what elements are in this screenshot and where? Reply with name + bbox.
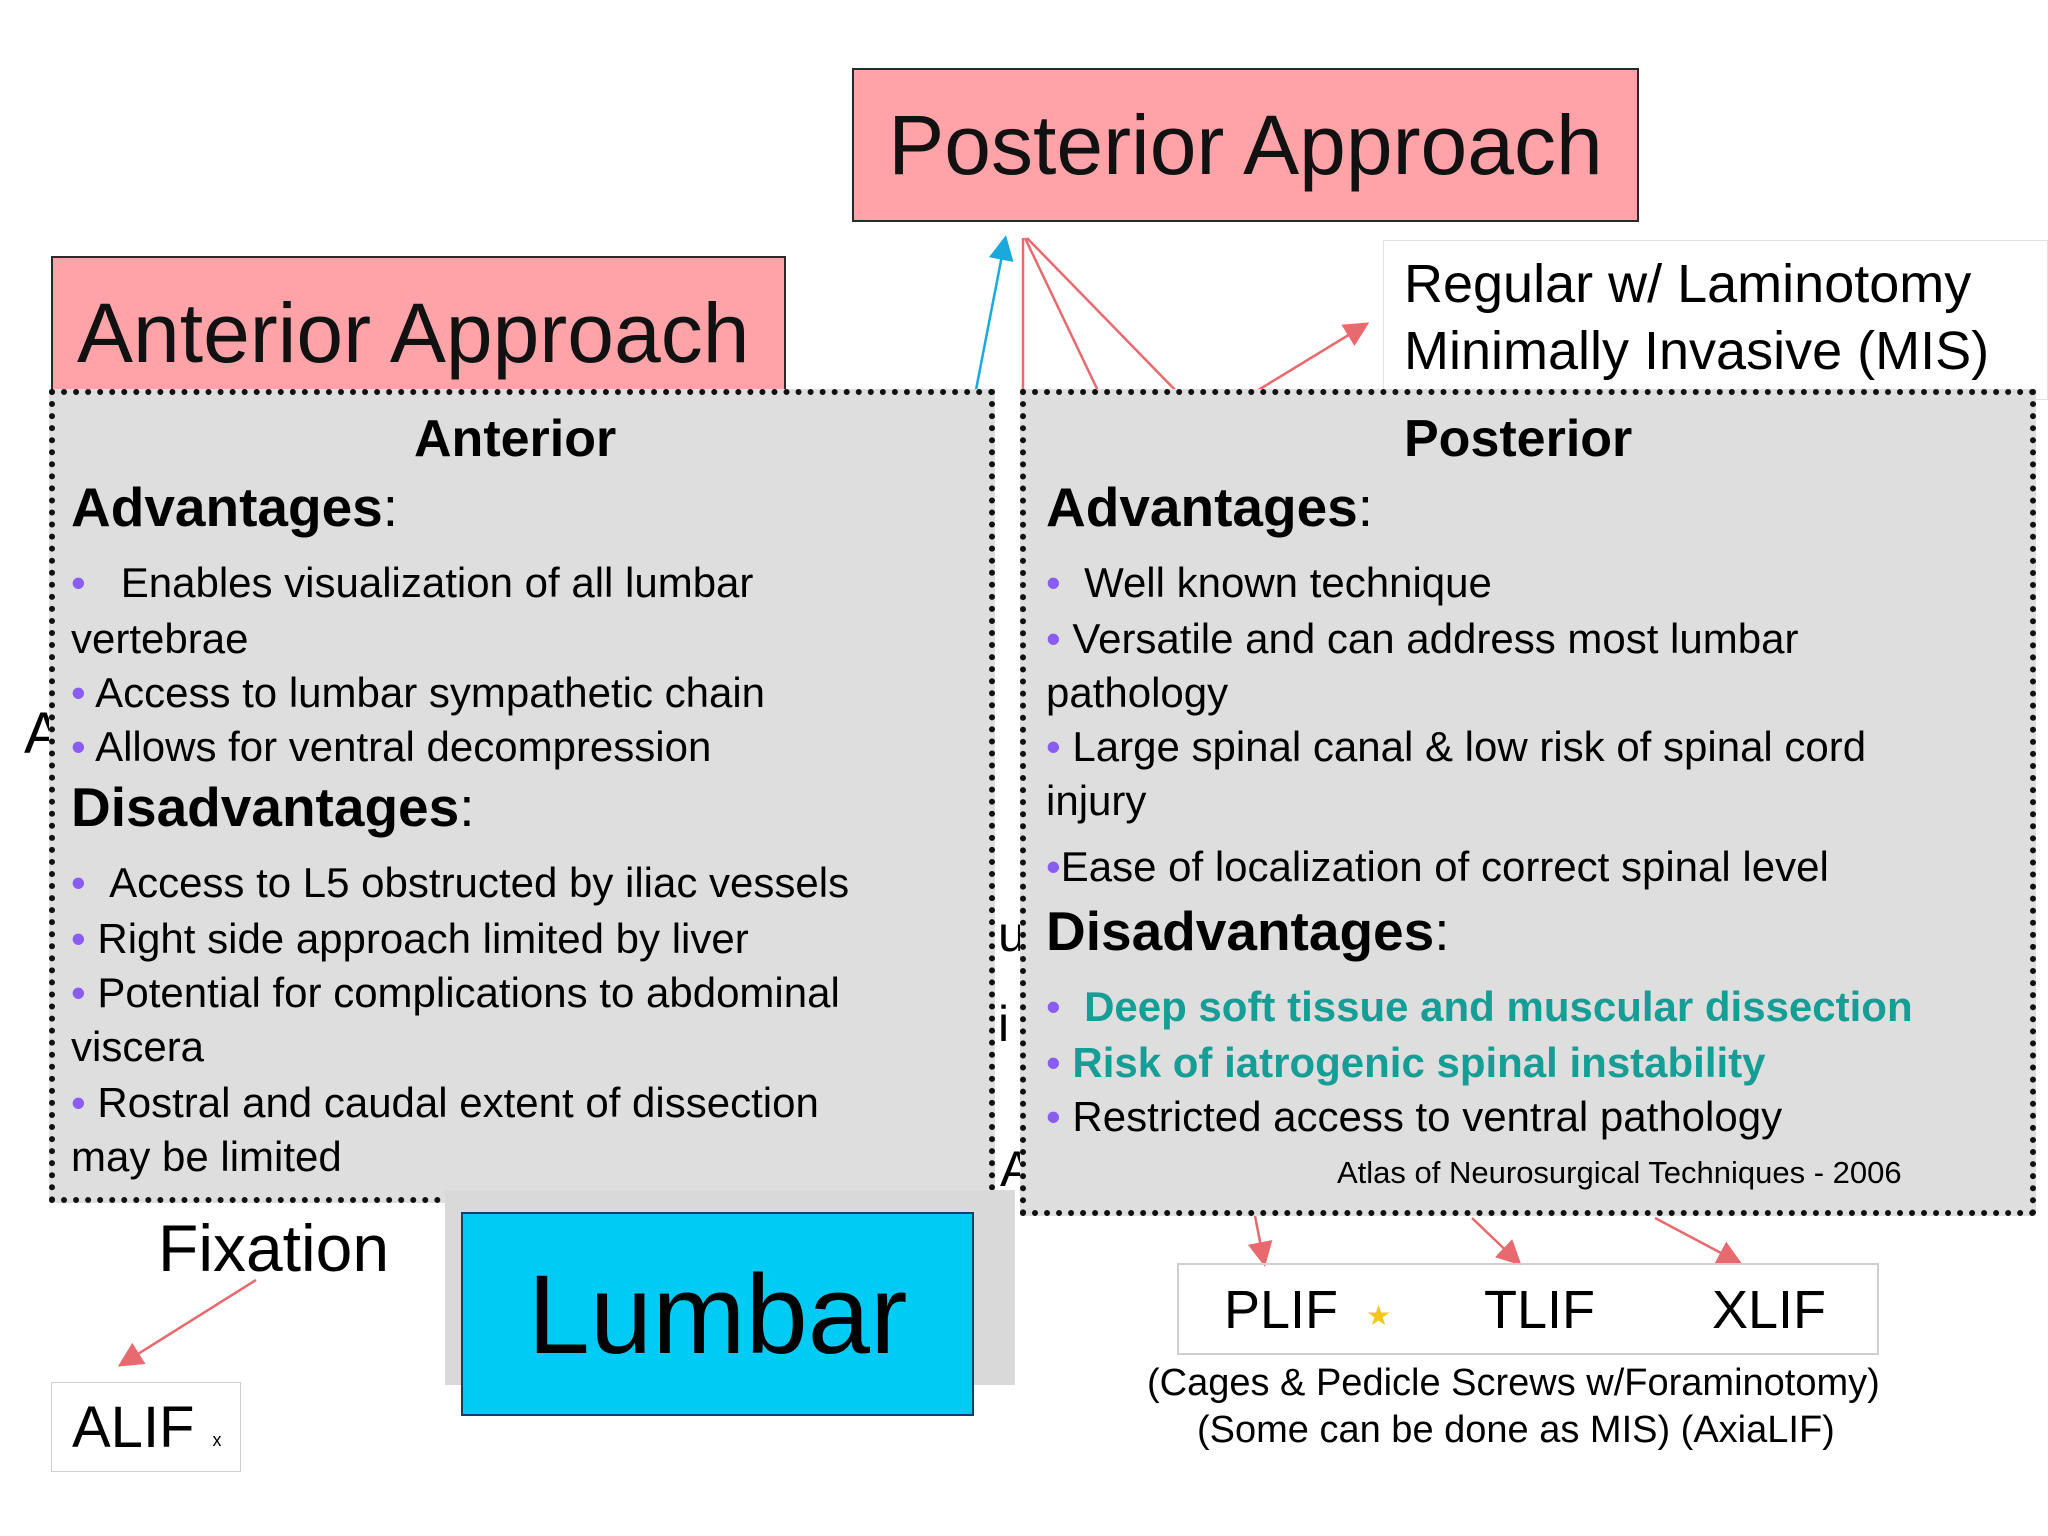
- posterior-advantage-3: • Large spinal canal & low risk of spina…: [1046, 723, 1867, 770]
- posterior-disadvantages-heading: Disadvantages:: [1046, 900, 1450, 962]
- anterior-disadvantage-3-cont: viscera: [71, 1023, 205, 1070]
- anterior-panel: Anterior Advantages: • Enables visualiza…: [49, 389, 995, 1203]
- anterior-advantages-heading: Advantages:: [71, 476, 399, 538]
- anterior-disadvantage-4-cont: may be limited: [71, 1133, 342, 1180]
- arrow-to-xlif: [1654, 1216, 1743, 1265]
- posterior-approach-box: Posterior Approach: [852, 68, 1639, 222]
- anterior-disadvantage-4: • Rostral and caudal extent of dissectio…: [71, 1079, 819, 1126]
- regular-line-2: Minimally Invasive (MIS): [1404, 321, 1990, 381]
- posterior-advantage-2: • Versatile and can address most lumbar: [1046, 615, 1799, 662]
- anterior-disadvantage-2: • Right side approach limited by liver: [71, 915, 749, 962]
- anterior-disadvantage-1: • Access to L5 obstructed by iliac vesse…: [71, 859, 850, 906]
- fixation-label: Fixation: [158, 1211, 390, 1285]
- alif-label: ALIF: [72, 1394, 195, 1460]
- arrow-to-plif: [1247, 1215, 1273, 1267]
- anterior-title: Anterior: [414, 410, 617, 468]
- posterior-advantage-3-cont: injury: [1046, 777, 1147, 824]
- posterior-disadvantage-3: • Restricted access to ventral pathology: [1046, 1093, 1783, 1140]
- anterior-advantage-1-cont: vertebrae: [71, 615, 249, 662]
- alif-box: ALIF x: [51, 1382, 241, 1472]
- anterior-disadvantages-heading: Disadvantages:: [71, 776, 475, 838]
- posterior-disadvantage-1: • Deep soft tissue and muscular dissecti…: [1046, 983, 1913, 1030]
- anterior-advantage-2: • Access to lumbar sympathetic chain: [71, 669, 766, 716]
- arrow-to-tlif: [1471, 1217, 1522, 1266]
- posterior-advantage-4: •Ease of localization of correct spinal …: [1046, 843, 1829, 890]
- line-posterior-2: [1023, 237, 1102, 396]
- anterior-advantage-3: • Allows for ventral decompression: [71, 723, 712, 770]
- fusion-caption-2: (Some can be done as MIS) (AxiaLIF): [1197, 1409, 1835, 1451]
- regular-line-1: Regular w/ Laminotomy: [1404, 254, 1972, 314]
- arrow-to-regular: [1254, 322, 1370, 394]
- plif-label: PLIF: [1224, 1280, 1339, 1340]
- star-icon: ★: [1366, 1300, 1392, 1331]
- posterior-advantage-2-cont: pathology: [1046, 669, 1229, 716]
- posterior-advantages-heading: Advantages:: [1046, 476, 1374, 538]
- anterior-approach-box: Anterior Approach: [51, 256, 786, 410]
- reference-citation: Atlas of Neurosurgical Techniques - 2006: [1337, 1155, 1902, 1190]
- fusion-caption-1: (Cages & Pedicle Screws w/Foraminotomy): [1147, 1362, 1880, 1404]
- arrow-lumbar-to-posterior: [973, 235, 1014, 396]
- fusion-techniques-box: PLIF ★ TLIF XLIF: [1177, 1263, 1879, 1355]
- posterior-advantage-1: • Well known technique: [1046, 559, 1492, 606]
- xlif-label: XLIF: [1712, 1280, 1827, 1340]
- anterior-disadvantage-3: • Potential for complications to abdomin…: [71, 969, 840, 1016]
- alif-mark: x: [212, 1429, 222, 1450]
- line-posterior-3: [1026, 237, 1181, 396]
- anterior-advantage-1: • Enables visualization of all lumbar: [71, 559, 754, 606]
- arrow-fixation-to-alif: [117, 1278, 257, 1367]
- hidden-fragment-i: i: [998, 996, 1010, 1052]
- posterior-title: Posterior: [1404, 410, 1633, 468]
- posterior-disadvantage-2: • Risk of iatrogenic spinal instability: [1046, 1039, 1766, 1086]
- tlif-label: TLIF: [1484, 1280, 1596, 1340]
- lumbar-box: Lumbar: [461, 1212, 974, 1416]
- posterior-panel: Posterior Advantages: • Well known techn…: [1020, 389, 2036, 1216]
- regular-techniques-box: Regular w/ Laminotomy Minimally Invasive…: [1383, 240, 2048, 400]
